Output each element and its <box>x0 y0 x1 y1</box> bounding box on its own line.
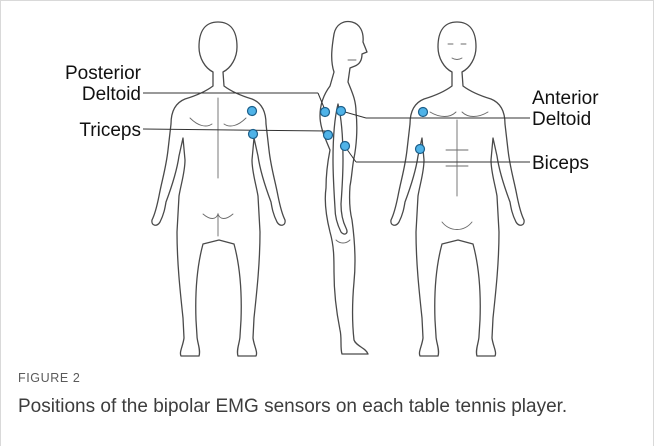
sensor-side-biceps <box>341 142 350 151</box>
sensor-side-posterior-deltoid <box>321 108 330 117</box>
figure-caption: Positions of the bipolar EMG sensors on … <box>18 396 567 418</box>
label-posterior: Posterior <box>65 63 142 84</box>
back-view-figure <box>152 22 285 356</box>
label-posterior-deltoid: Deltoid <box>82 84 141 105</box>
label-anterior: Anterior <box>532 88 599 109</box>
sensor-side-anterior-deltoid <box>337 107 346 116</box>
body-diagram: Posterior Deltoid Triceps Anterior Delto… <box>0 0 655 360</box>
sensor-back-posterior-deltoid <box>248 107 257 116</box>
figure-number: FIGURE 2 <box>18 371 80 385</box>
label-anterior-deltoid: Deltoid <box>532 109 591 130</box>
sensor-front-biceps <box>416 145 425 154</box>
sensor-side-triceps <box>324 131 333 140</box>
side-view-figure <box>320 22 368 355</box>
front-view-figure <box>391 22 524 356</box>
label-biceps: Biceps <box>532 153 589 174</box>
label-triceps: Triceps <box>79 120 141 141</box>
sensor-back-triceps <box>249 130 258 139</box>
sensor-front-anterior-deltoid <box>419 108 428 117</box>
